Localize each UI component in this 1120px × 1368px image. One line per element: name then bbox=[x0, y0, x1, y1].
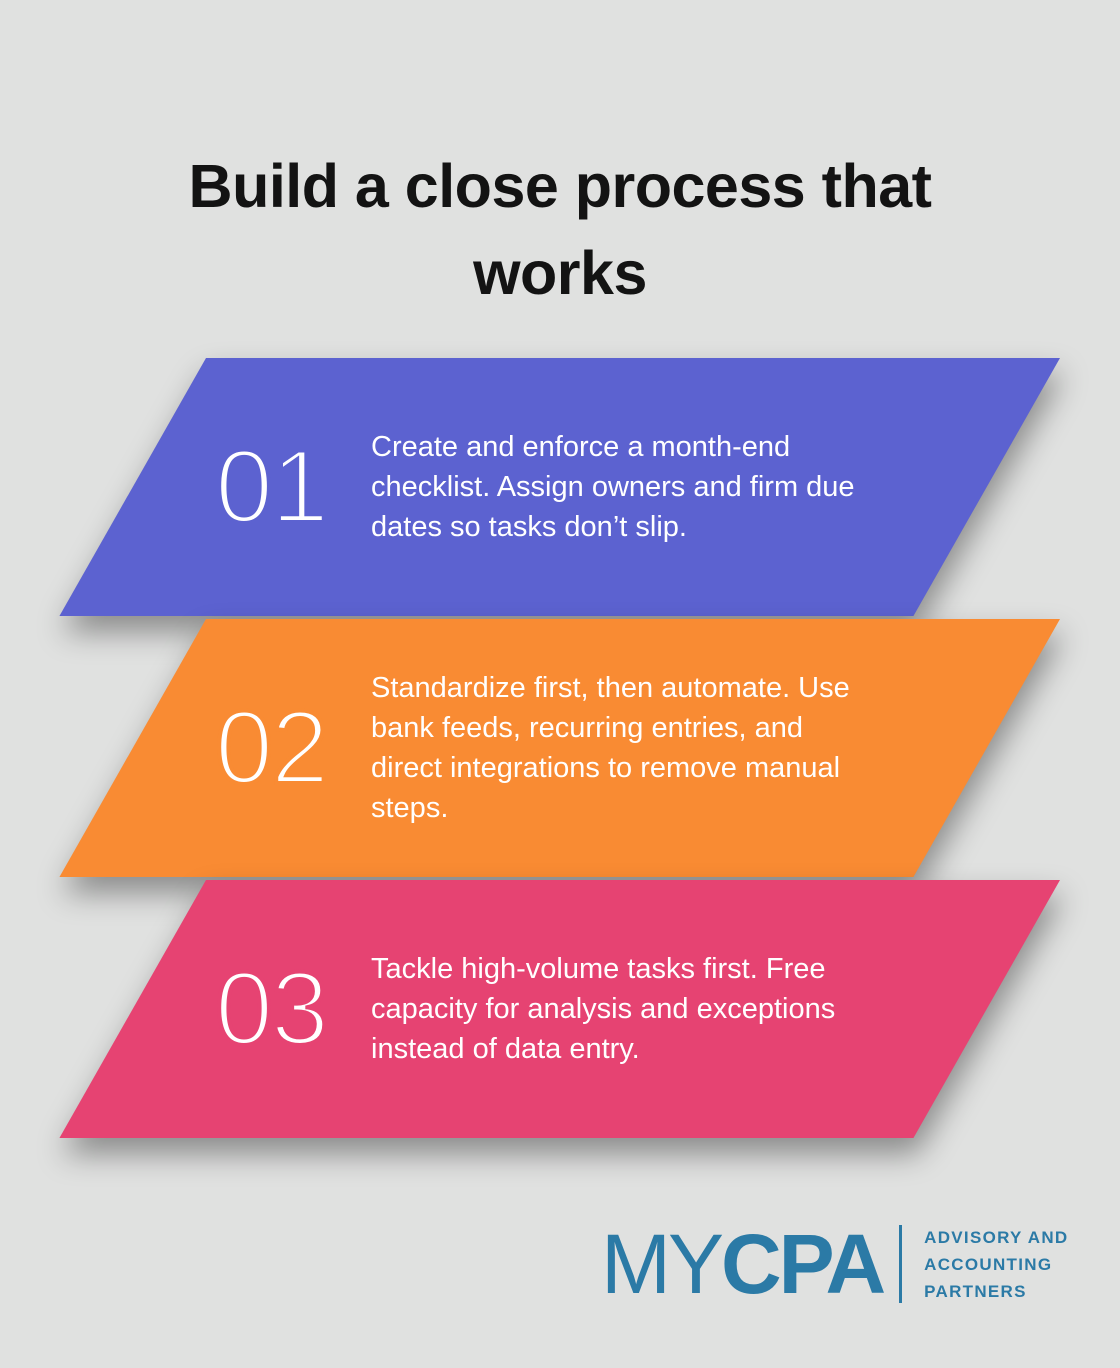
tagline-line-2: ACCOUNTING bbox=[924, 1254, 1053, 1274]
step-number: 01 bbox=[213, 427, 329, 547]
step-number: 03 bbox=[213, 949, 329, 1069]
step-banner-3: 03 Tackle high-volume tasks first. Free … bbox=[59, 880, 1060, 1138]
step-text: Tackle high-volume tasks first. Free cap… bbox=[371, 953, 836, 1065]
tagline: ADVISORY AND ACCOUNTING PARTNERS bbox=[924, 1224, 1068, 1305]
step-number: 02 bbox=[213, 688, 329, 808]
step-text: Standardize first, then automate. Use ba… bbox=[371, 672, 850, 824]
footer-logo: MYCPA ADVISORY AND ACCOUNTING PARTNERS bbox=[601, 1222, 1069, 1306]
step-banner-3-content: 03 Tackle high-volume tasks first. Free … bbox=[206, 880, 1060, 1138]
step-banner-2: 02 Standardize first, then automate. Use… bbox=[59, 619, 1060, 877]
page-title: Build a close process that works bbox=[188, 151, 932, 308]
brand-bold: CPA bbox=[721, 1217, 886, 1311]
step-banner-1-content: 01 Create and enforce a month-end checkl… bbox=[206, 358, 1060, 616]
step-banner-2-content: 02 Standardize first, then automate. Use… bbox=[206, 619, 1060, 877]
tagline-line-1: ADVISORY AND bbox=[924, 1227, 1069, 1247]
brand-wordmark: MYCPA bbox=[601, 1222, 886, 1306]
tagline-line-3: PARTNERS bbox=[924, 1281, 1027, 1301]
logo-divider bbox=[899, 1225, 903, 1303]
step-text: Create and enforce a month-end checklist… bbox=[371, 431, 855, 543]
step-banner-1: 01 Create and enforce a month-end checkl… bbox=[59, 358, 1060, 616]
brand-light: MY bbox=[601, 1217, 724, 1311]
